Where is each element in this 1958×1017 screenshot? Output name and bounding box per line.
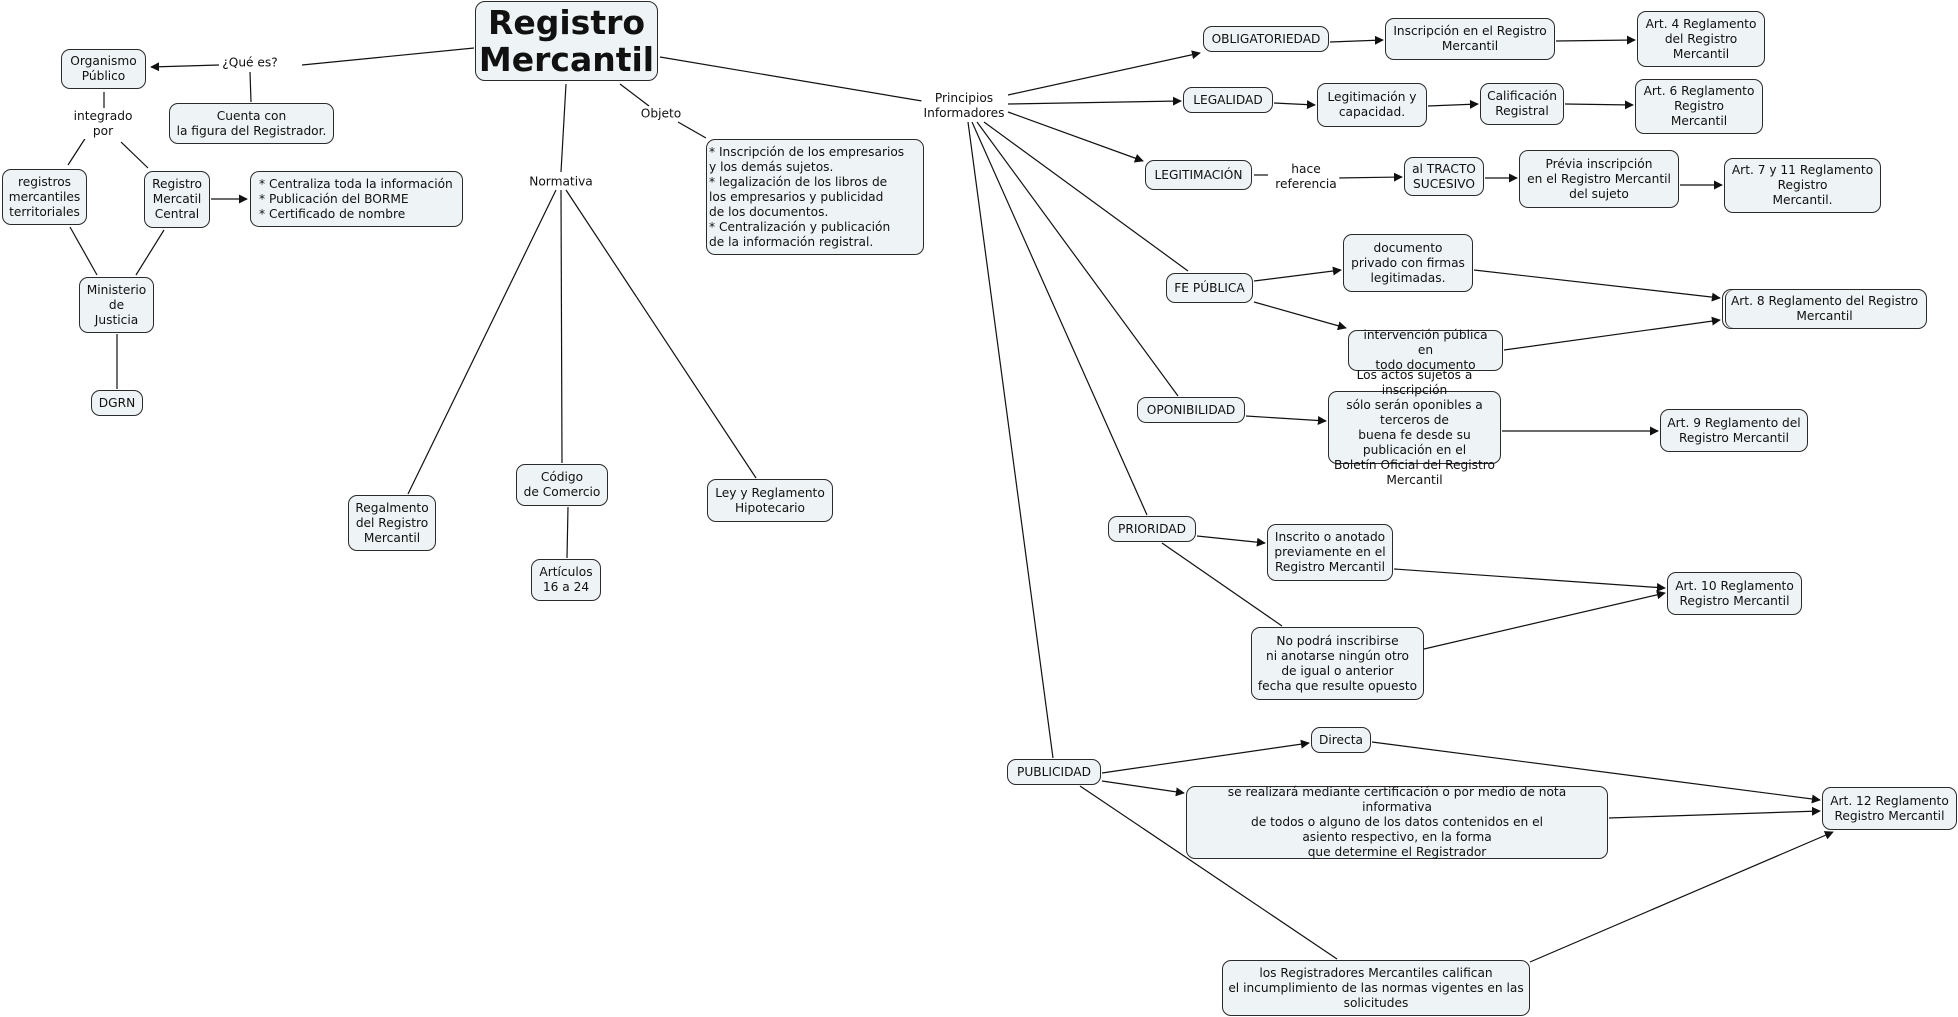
- arrow-fe-privado: [1253, 266, 1342, 282]
- node-art10[interactable]: Art. 10 Reglamento Registro Mercantil: [1667, 572, 1802, 615]
- link-phrase-objeto: Objeto: [638, 106, 684, 122]
- node-tracto-sucesivo[interactable]: al TRACTO SUCESIVO: [1404, 157, 1484, 196]
- arrow-oponibilidad-actos: [1245, 415, 1327, 425]
- arrow-principios-legitimacion: [1007, 111, 1144, 163]
- link-phrase-normativa: Normativa: [527, 174, 595, 190]
- arrow-publicidad-directa: [1101, 739, 1310, 774]
- arrow-directa-art12: [1371, 741, 1821, 804]
- node-registro-central[interactable]: Registro Mercatil Central: [144, 171, 210, 228]
- line-normativa-ley: [565, 189, 757, 479]
- node-inscrito-anotado[interactable]: Inscrito o anotado previamente en el Reg…: [1267, 524, 1393, 581]
- arrow-fe-intervencion: [1253, 301, 1347, 331]
- line-integrado-territoriales: [67, 133, 89, 166]
- node-directa[interactable]: Directa: [1311, 727, 1371, 753]
- arrow-obligatoriedad-inscripcion: [1329, 35, 1384, 45]
- arrow-hace-tracto: [1336, 172, 1403, 182]
- node-ministerio-justicia[interactable]: Ministerio de Justicia: [79, 277, 154, 333]
- node-objeto-descripcion[interactable]: * Inscripción de los empresarios y los d…: [706, 139, 924, 255]
- node-cuenta-con-registrador[interactable]: Cuenta con la figura del Registrador.: [169, 103, 334, 144]
- node-organismo-publico[interactable]: Organismo Público: [61, 49, 146, 89]
- node-legitimacion-capacidad[interactable]: Legitimación y capacidad.: [1317, 83, 1427, 127]
- node-oponibilidad[interactable]: OPONIBILIDAD: [1137, 397, 1245, 423]
- node-legalidad[interactable]: LEGALIDAD: [1183, 87, 1273, 113]
- arrow-no-podra-art10: [1423, 590, 1666, 650]
- node-calificacion-registral[interactable]: Calificación Registral: [1480, 83, 1564, 125]
- node-art9[interactable]: Art. 9 Reglamento del Registro Mercantil: [1660, 409, 1808, 452]
- link-phrase-principios-informadores: Principios Informadores: [921, 91, 1007, 121]
- node-dgrn[interactable]: DGRN: [91, 390, 143, 416]
- line-que-es-cuenta: [249, 71, 252, 103]
- line-principios-fe-publica: [983, 121, 1189, 272]
- arrow-inscrito-art10: [1393, 568, 1666, 592]
- node-registradores-califican[interactable]: los Registradores Mercantiles califican …: [1222, 960, 1530, 1016]
- node-publicidad[interactable]: PUBLICIDAD: [1007, 759, 1101, 785]
- line-main-normativa: [560, 83, 567, 173]
- node-codigo-comercio[interactable]: Código de Comercio: [516, 464, 608, 506]
- line-prioridad-no-podra: [1161, 542, 1283, 627]
- link-phrase-hace-referencia: hace referencia: [1273, 162, 1339, 192]
- node-articulos-16-24[interactable]: Artículos 16 a 24: [531, 559, 601, 601]
- arrow-principios-obligatoriedad: [1007, 50, 1201, 96]
- line-main-que-es: [301, 47, 475, 66]
- line-main-objeto: [619, 83, 650, 107]
- arrow-inscripcion-art4: [1555, 35, 1636, 45]
- arrow-intervencion-art8: [1503, 316, 1721, 351]
- line-main-principios: [659, 56, 923, 102]
- node-inscripcion-registro-mercantil[interactable]: Inscripción en el Registro Mercantil: [1385, 18, 1555, 60]
- node-fe-publica[interactable]: FE PÚBLICA: [1166, 273, 1253, 303]
- line-central-ministerio: [135, 229, 165, 276]
- node-no-podra[interactable]: No podrá inscribirse ni anotarse ningún …: [1251, 627, 1424, 700]
- node-previa-inscripcion[interactable]: Prévia inscripción en el Registro Mercan…: [1519, 150, 1679, 208]
- node-intervencion-publica[interactable]: intervención pública en todo documento: [1348, 328, 1503, 372]
- main-concept-registro-mercantil[interactable]: Registro Mercantil: [475, 1, 658, 81]
- arrow-privado-art8: [1473, 269, 1721, 302]
- line-principios-prioridad: [971, 121, 1148, 516]
- node-prioridad[interactable]: PRIORIDAD: [1108, 516, 1196, 542]
- link-phrase-integrado-por: integrado por: [71, 109, 135, 139]
- arrow-legitimacion-calificacion: [1427, 99, 1479, 109]
- node-art12[interactable]: Art. 12 Reglamento Registro Mercantil: [1822, 787, 1957, 830]
- node-art8[interactable]: Art. 8 Reglamento del Registro Mercantil: [1722, 289, 1927, 329]
- arrow-publicidad-certificacion: [1101, 780, 1185, 797]
- node-certificacion[interactable]: se realizará mediante certificación o po…: [1186, 785, 1608, 859]
- line-publicidad-registradores: [1079, 785, 1338, 960]
- node-art7-11[interactable]: Art. 7 y 11 Reglamento Registro Mercanti…: [1724, 158, 1881, 213]
- node-art4[interactable]: Art. 4 Reglamento del Registro Mercantil: [1637, 11, 1765, 67]
- line-normativa-reglamento: [407, 189, 557, 495]
- node-documento-privado[interactable]: documento privado con firmas legitimadas…: [1343, 234, 1473, 292]
- line-territoriales-ministerio: [69, 226, 98, 276]
- arrow-certificacion-art12: [1608, 806, 1821, 819]
- arrow-calificacion-art6: [1564, 100, 1634, 110]
- node-actos-sujetos[interactable]: Los actos sujetos a inscripción sólo ser…: [1328, 368, 1501, 487]
- line-normativa-codigo: [560, 189, 563, 464]
- node-obligatoriedad[interactable]: OBLIGATORIEDAD: [1203, 26, 1329, 52]
- arrow-legalidad-legitimacion: [1273, 100, 1316, 110]
- line-principios-oponibilidad: [976, 121, 1179, 397]
- node-registros-territoriales[interactable]: registros mercantiles territoriales: [2, 169, 87, 225]
- line-codigo-articulos: [566, 506, 569, 559]
- arrow-prioridad-inscrito: [1196, 535, 1266, 547]
- node-art6[interactable]: Art. 6 Reglamento Registro Mercantil: [1635, 79, 1763, 134]
- arrow-que-es-organismo: [150, 62, 220, 72]
- node-ley-reglamento-hipotecario[interactable]: Ley y Reglamento Hipotecario: [707, 479, 833, 522]
- line-principios-publicidad: [967, 121, 1054, 759]
- node-legitimacion[interactable]: LEGITIMACIÓN: [1145, 160, 1252, 190]
- node-reglamento-registro-mercantil[interactable]: Regalmento del Registro Mercantil: [348, 495, 436, 551]
- arrow-registradores-art12: [1529, 831, 1834, 963]
- line-objeto-desc: [677, 121, 707, 139]
- line-integrado-central: [120, 141, 149, 169]
- node-central-funciones[interactable]: * Centraliza toda la información * Publi…: [250, 171, 463, 227]
- arrow-principios-legalidad: [1007, 96, 1182, 106]
- link-phrase-que-es: ¿Qué es?: [220, 55, 280, 71]
